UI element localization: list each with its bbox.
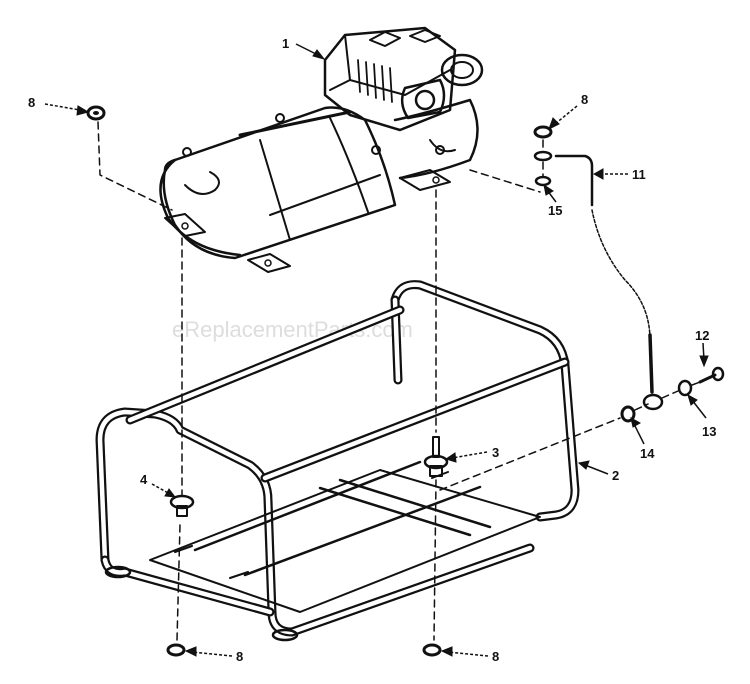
nut-14 xyxy=(620,405,636,423)
callout-2: 2 xyxy=(612,468,619,483)
callout-1: 1 xyxy=(282,36,289,51)
rubber-grommet xyxy=(169,494,195,517)
nut-bottom-right xyxy=(422,643,442,657)
callout-11: 11 xyxy=(632,167,646,182)
washer-13 xyxy=(677,379,693,397)
tubular-frame xyxy=(95,280,580,642)
callout-8-top-right: 8 xyxy=(581,92,588,107)
leader-arrows xyxy=(44,43,709,657)
callout-14: 14 xyxy=(640,446,655,461)
callout-8-top-left: 8 xyxy=(28,95,35,110)
assembly-centerlines xyxy=(97,121,701,641)
bolt-12 xyxy=(698,366,725,384)
nut-top-right xyxy=(533,125,553,139)
nut-bottom-left xyxy=(166,643,186,657)
callout-13: 13 xyxy=(702,424,716,439)
callout-8-bottom-left: 8 xyxy=(236,649,243,664)
callout-3: 3 xyxy=(492,445,499,460)
nut-top-left xyxy=(86,105,106,121)
motor-compressor-assembly xyxy=(159,26,484,273)
callout-8-bottom-right: 8 xyxy=(492,649,499,664)
callout-12: 12 xyxy=(695,328,709,343)
tube-11 xyxy=(554,154,664,411)
callout-labels: 1 8 8 11 15 12 13 14 3 2 4 8 8 xyxy=(28,36,716,664)
callout-15: 15 xyxy=(548,203,562,218)
vibration-mount-stud xyxy=(423,436,449,477)
washer-15 xyxy=(533,150,553,187)
callout-4: 4 xyxy=(140,472,148,487)
